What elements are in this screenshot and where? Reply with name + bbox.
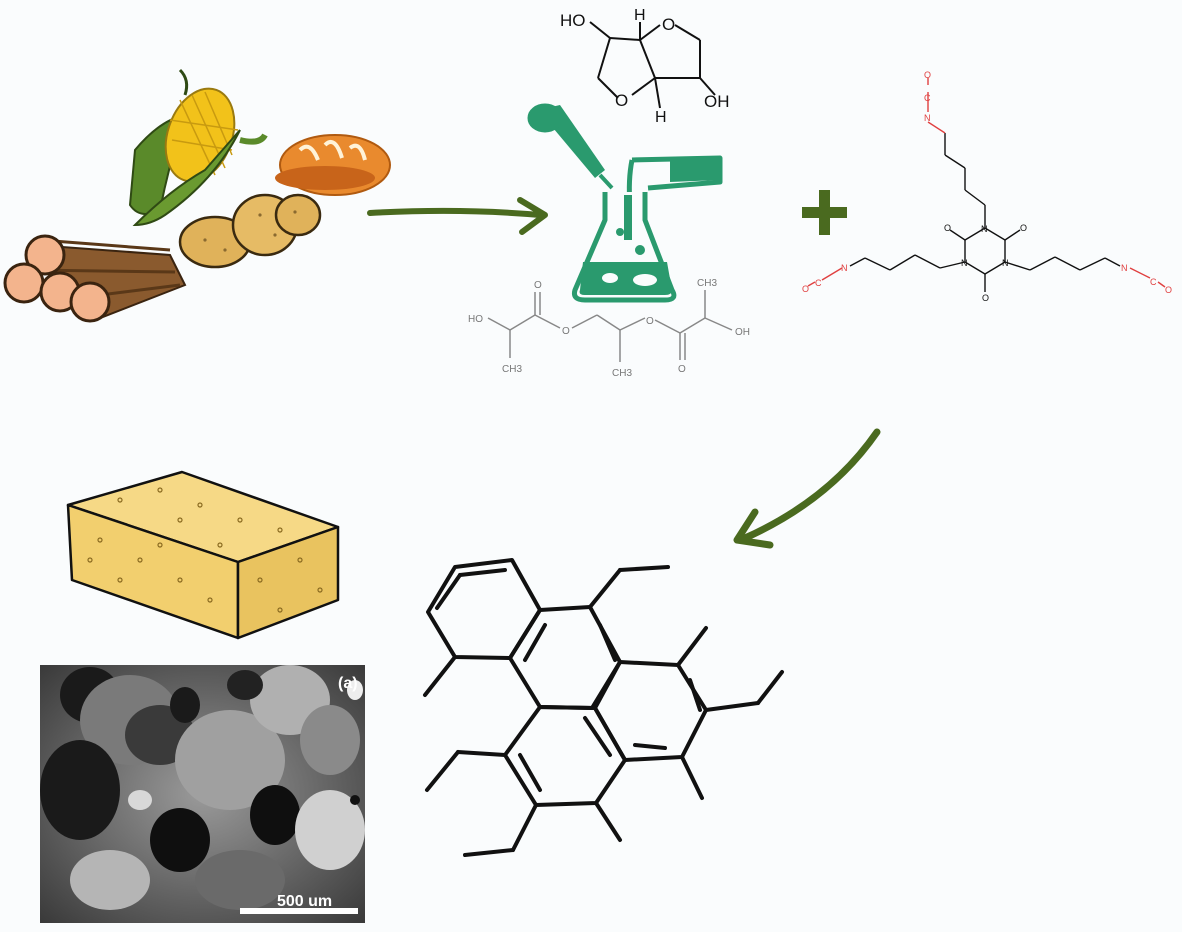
nco-right-n: N <box>1121 263 1128 273</box>
lactate-o-carbonyl-right-label: O <box>678 364 686 375</box>
nco-right-o: O <box>1165 285 1172 295</box>
isocyanurate-triisocyanate-structure: N N N O O O O C N O C N N C O <box>802 70 1172 303</box>
bread-icon <box>275 134 391 196</box>
isocyanurate-o-top-left: O <box>944 223 951 233</box>
isocyanurate-n-left: N <box>961 258 968 268</box>
lactate-ch3-mid-label: CH3 <box>612 368 632 379</box>
sem-pores <box>40 665 365 910</box>
reaction-arrow-horizontal <box>367 207 543 218</box>
corn-icon <box>128 68 268 227</box>
arrowhead-curved-icon <box>733 508 774 549</box>
potatoes-icon <box>178 193 322 269</box>
lactate-o-ester-right-label: O <box>646 316 654 327</box>
nco-top-n: N <box>924 113 931 123</box>
nco-left-c: C <box>815 278 822 288</box>
lactate-ho-label: HO <box>468 314 483 325</box>
isosorbide-ho-label: HO <box>560 11 586 30</box>
isosorbide-h-top-label: H <box>634 7 646 24</box>
nco-right-c: C <box>1150 277 1157 287</box>
isocyanurate-n-top: N <box>981 224 988 234</box>
nco-left-n: N <box>841 263 848 273</box>
nco-left-o: O <box>802 284 809 294</box>
lactate-ch3-left-label: CH3 <box>502 364 522 375</box>
nco-top-o: O <box>924 70 931 80</box>
isosorbide-o-bottom-label: O <box>615 91 628 110</box>
isosorbide-oh-label: OH <box>704 92 730 111</box>
chemistry-lab-flask-icon <box>527 103 723 303</box>
lactate-oh-label: OH <box>735 327 750 338</box>
wood-logs-icon <box>3 234 187 323</box>
isocyanurate-o-bottom: O <box>982 293 989 303</box>
lactate-o-ester-left-label: O <box>562 326 570 337</box>
lactate-ch3-right-label: CH3 <box>697 278 717 289</box>
sem-micrograph: (a) 500 um <box>40 665 365 923</box>
sem-scale-bar-label: 500 um <box>277 893 332 910</box>
isocyanurate-n-right: N <box>1002 258 1009 268</box>
sem-scale-bar <box>240 908 358 914</box>
isosorbide-o-top-label: O <box>662 15 675 34</box>
lactate-o-carbonyl-left-label: O <box>534 280 542 291</box>
reaction-arrow-curved <box>741 428 881 542</box>
isosorbide-h-bottom-label: H <box>655 109 667 126</box>
isosorbide-structure: HO H O O H OH <box>560 7 730 126</box>
lactate-ester-structure: HO CH3 O O CH3 O O CH3 OH <box>468 278 750 379</box>
polymer-network-structure <box>423 558 784 857</box>
nco-top-c: C <box>924 93 931 103</box>
sem-panel-label: (a) <box>338 675 358 692</box>
plus-sign-icon <box>802 190 847 235</box>
arrowhead-icon <box>517 197 548 235</box>
isocyanurate-o-top-right: O <box>1020 223 1027 233</box>
biomass-feedstock-icons <box>3 68 391 323</box>
foam-sponge-icon <box>66 470 340 640</box>
